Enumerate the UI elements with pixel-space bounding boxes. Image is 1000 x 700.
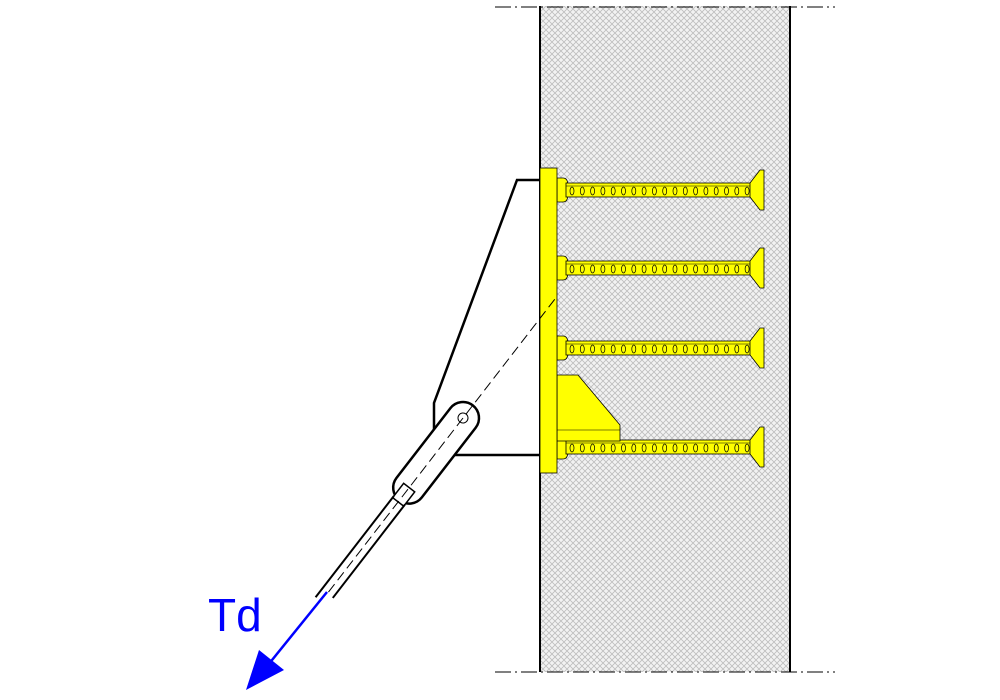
anchor-bolt xyxy=(556,426,765,468)
anchor-bolt xyxy=(556,247,765,289)
concrete-wall xyxy=(540,6,790,672)
anchor-bolt xyxy=(556,327,765,369)
pin-icon xyxy=(457,412,469,424)
bracket-outline xyxy=(432,178,540,457)
force-arrow xyxy=(246,591,328,690)
anchor-bolts xyxy=(556,169,765,468)
force-label: Td xyxy=(208,589,262,641)
anchor-bolt xyxy=(556,169,765,211)
base-plate xyxy=(539,167,558,474)
tie-rod xyxy=(314,299,556,599)
